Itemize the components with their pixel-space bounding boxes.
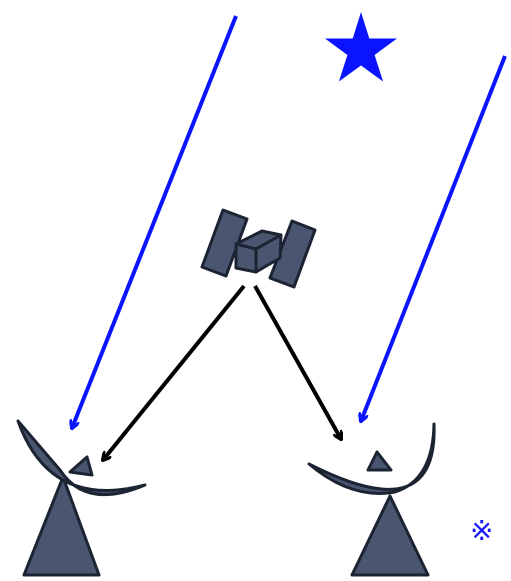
satellite-signal-arrow-left xyxy=(103,286,244,460)
radio-telescope-right-icon xyxy=(309,424,434,575)
star-icon xyxy=(325,12,397,82)
note-mark: ※ xyxy=(470,517,493,545)
star-signal-arrow-left xyxy=(72,16,236,428)
satellite-signal-arrow-right xyxy=(255,286,341,439)
radio-telescope-left-icon xyxy=(18,421,145,575)
satellite-icon xyxy=(202,210,315,287)
star-signal-arrow-right xyxy=(361,56,505,421)
